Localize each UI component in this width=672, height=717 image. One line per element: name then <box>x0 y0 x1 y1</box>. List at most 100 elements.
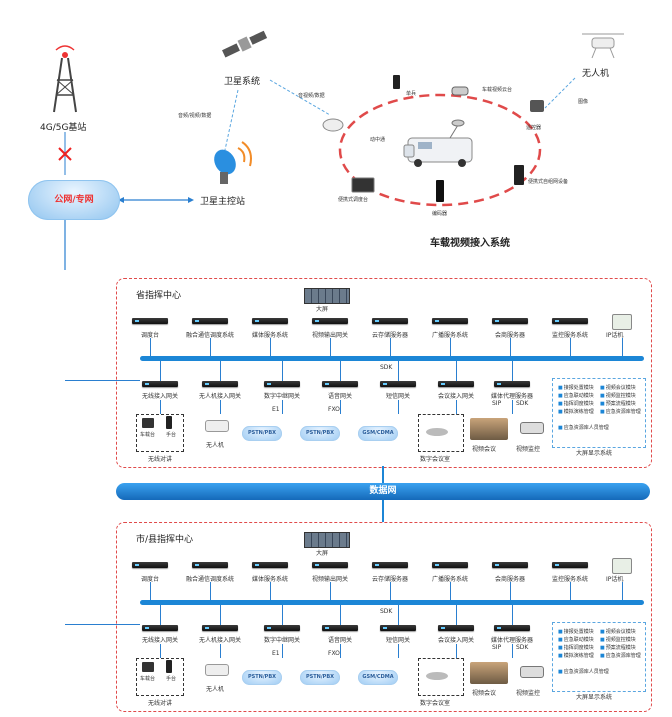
gateway-icon[interactable] <box>494 625 530 631</box>
gateway-icon[interactable] <box>438 381 474 387</box>
bottom-device-label: 会议接入网关 <box>437 637 474 644</box>
satellite-link-label: 音频/视频/数据 <box>178 113 212 119</box>
car-radio-label: 车载台 <box>140 676 156 682</box>
feature-item: 视频监控模块 <box>600 392 636 399</box>
satellite-icon <box>222 30 268 58</box>
pstn-cloud[interactable]: GSM/CDMA <box>358 426 398 441</box>
radio-caption: 无线对讲 <box>148 700 173 707</box>
conference-mic-icon <box>426 428 448 436</box>
bus-connector <box>390 582 391 600</box>
server-icon[interactable] <box>312 562 348 568</box>
server-icon[interactable] <box>192 318 228 324</box>
walkie-icon <box>393 75 400 89</box>
gateway-icon[interactable] <box>264 625 300 631</box>
pstn-cloud[interactable]: PSTN/PBX <box>242 426 282 441</box>
top-device-label: 调度台 <box>140 576 159 583</box>
ip-phone-icon[interactable] <box>612 314 632 330</box>
bottom-device-label: 语音网关 <box>327 393 352 400</box>
server-icon[interactable] <box>192 562 228 568</box>
fxo-label: FXO <box>328 650 340 657</box>
server-icon[interactable] <box>132 562 168 568</box>
video-conf-image <box>470 662 508 684</box>
satcom-icon <box>322 118 344 132</box>
gateway-icon[interactable] <box>380 625 416 631</box>
bottom-device-label: 短信网关 <box>385 393 410 400</box>
bus-connector <box>510 338 511 356</box>
server-icon[interactable] <box>312 318 348 324</box>
satellite-system-label: 卫星系统 <box>224 77 261 87</box>
sip-label: SIP <box>492 400 502 407</box>
drone-icon <box>205 664 229 676</box>
drop-connector <box>512 400 513 414</box>
feature-item: 应急资源库人员管理 <box>558 668 609 675</box>
gateway-icon[interactable] <box>380 381 416 387</box>
bottom-device-label: 无线接入网关 <box>141 637 178 644</box>
bus-connector <box>450 338 451 356</box>
top-device-label: 调度台 <box>140 332 159 339</box>
gateway-icon[interactable] <box>264 381 300 387</box>
broken-link-icon <box>58 147 72 161</box>
gateway-icon[interactable] <box>322 381 358 387</box>
center-box-0 <box>116 278 652 468</box>
top-device-label: 视频输出网关 <box>311 332 348 339</box>
video-conf-image <box>470 418 508 440</box>
server-icon[interactable] <box>552 318 588 324</box>
public-network-cloud[interactable]: 公网/专网 <box>28 180 120 220</box>
bottom-device-label: 媒体代理服务器 <box>490 637 533 644</box>
server-icon[interactable] <box>432 562 468 568</box>
pstn-cloud[interactable]: PSTN/PBX <box>300 670 340 685</box>
cloud-label: PSTN/PBX <box>247 430 277 436</box>
bottom-device-label: 数字中继网关 <box>263 393 300 400</box>
top-device-label: 视频输出网关 <box>311 576 348 583</box>
server-icon[interactable] <box>492 562 528 568</box>
gateway-icon[interactable] <box>202 381 238 387</box>
bottom-device-label: 语音网关 <box>327 637 352 644</box>
digital-conf-group <box>418 658 464 696</box>
ip-phone-icon[interactable] <box>612 558 632 574</box>
pstn-cloud[interactable]: GSM/CDMA <box>358 670 398 685</box>
pstn-cloud[interactable]: PSTN/PBX <box>242 670 282 685</box>
drop-connector <box>160 644 161 658</box>
server-icon[interactable] <box>492 318 528 324</box>
feature-item: 应急联动模块 <box>558 392 594 399</box>
server-icon[interactable] <box>132 318 168 324</box>
service-bus <box>140 600 644 605</box>
pstn-cloud[interactable]: PSTN/PBX <box>300 426 340 441</box>
digital-conf-label: 数字会议室 <box>420 700 451 707</box>
console-icon <box>351 177 375 193</box>
drop-connector <box>220 644 221 658</box>
gateway-icon[interactable] <box>142 625 178 631</box>
ring-single-soldier: 单兵 <box>406 91 417 97</box>
handheld-radio-icon <box>166 660 172 673</box>
gateway-icon[interactable] <box>142 381 178 387</box>
gateway-icon[interactable] <box>202 625 238 631</box>
server-icon[interactable] <box>372 318 408 324</box>
server-icon[interactable] <box>432 318 468 324</box>
server-icon[interactable] <box>552 562 588 568</box>
feature-caption: 大屏显示系统 <box>576 450 613 457</box>
digital-conf-group <box>418 414 464 452</box>
ring-vehicle-camera: 车载视频云台 <box>482 87 513 93</box>
server-icon[interactable] <box>252 318 288 324</box>
car-radio-icon <box>142 662 154 672</box>
bus-connector <box>270 338 271 356</box>
gateway-icon[interactable] <box>438 625 474 631</box>
data-network-bar[interactable]: 数据网 <box>116 483 650 500</box>
bus-connector <box>340 605 341 625</box>
bus-connector <box>220 605 221 625</box>
feature-item: 指挥调度模块 <box>558 644 594 651</box>
bottom-device-label: 无人机接入网关 <box>198 637 241 644</box>
e1-label: E1 <box>272 650 280 657</box>
bottom-device-label: 无人机接入网关 <box>198 393 241 400</box>
drop-connector <box>340 644 341 658</box>
ring-satcom: 动中通 <box>370 137 386 143</box>
feature-item: 预案流程模块 <box>600 400 636 407</box>
drop-connector <box>340 400 341 414</box>
top-connections <box>53 30 624 270</box>
server-icon[interactable] <box>372 562 408 568</box>
bus-connector <box>330 582 331 600</box>
bus-connector <box>270 582 271 600</box>
gateway-icon[interactable] <box>494 381 530 387</box>
server-icon[interactable] <box>252 562 288 568</box>
gateway-icon[interactable] <box>322 625 358 631</box>
